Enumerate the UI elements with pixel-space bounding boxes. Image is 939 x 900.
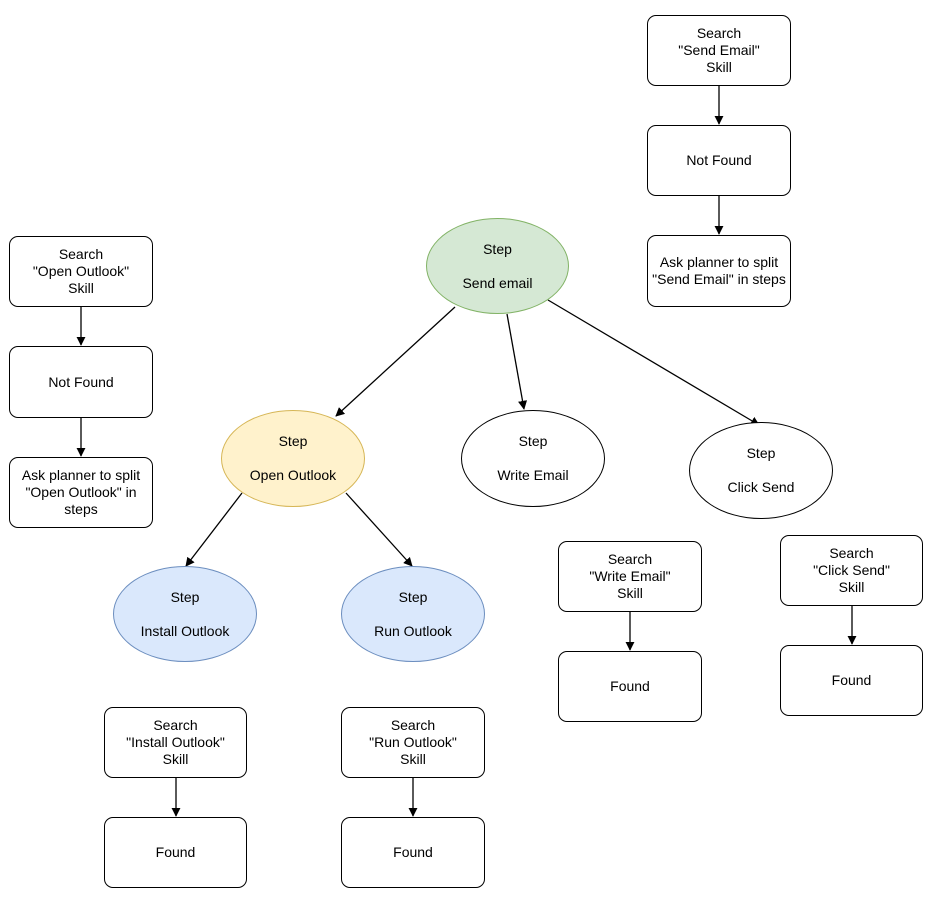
- search-install-outlook-label-3: Skill: [162, 751, 189, 767]
- search-send-email-label-3: Skill: [706, 59, 732, 75]
- step-send-email-label-1: Step: [483, 240, 512, 257]
- step-install-outlook-label-1: Step: [170, 588, 200, 605]
- search-install-outlook-label-1: Search: [153, 717, 198, 733]
- search-send-email-label-1: Search: [696, 25, 742, 41]
- ask-split-open-outlook-label-2: "Open Outlook" in: [25, 484, 137, 500]
- edge-send-email-to-click-send: [547, 299, 760, 426]
- search-click-send-label-3: Skill: [838, 579, 865, 595]
- search-open-outlook-label-3: Skill: [68, 280, 94, 296]
- found-run-outlook-box: Found: [341, 817, 485, 888]
- search-run-outlook-box: Search "Run Outlook" Skill: [341, 707, 485, 778]
- search-write-email-box: Search "Write Email" Skill: [558, 541, 702, 612]
- ask-split-open-outlook-label-1: Ask planner to split: [21, 467, 141, 483]
- not-found-send-email-label: Not Found: [686, 152, 752, 168]
- step-run-outlook: Step Run Outlook: [341, 566, 485, 662]
- not-found-open-outlook-label: Not Found: [48, 373, 114, 390]
- not-found-open-outlook-box: Not Found: [9, 346, 153, 418]
- search-write-email-label-1: Search: [607, 551, 653, 567]
- step-install-outlook-label-2: Install Outlook: [140, 622, 230, 639]
- step-send-email-label-2: Send email: [462, 274, 533, 291]
- ask-split-send-email-box: Ask planner to split "Send Email" in ste…: [647, 235, 791, 307]
- step-run-outlook-label-1: Step: [398, 588, 428, 605]
- search-send-email-label-2: "Send Email": [678, 42, 760, 58]
- search-write-email-label-3: Skill: [617, 585, 643, 601]
- search-send-email-box: Search "Send Email" Skill: [647, 15, 791, 86]
- search-open-outlook-box: Search "Open Outlook" Skill: [9, 236, 153, 307]
- search-install-outlook-box: Search "Install Outlook" Skill: [104, 707, 247, 778]
- step-write-email-label-1: Step: [518, 433, 548, 449]
- step-write-email-label-2: Write Email: [497, 467, 569, 483]
- found-write-email-label: Found: [610, 678, 650, 694]
- step-click-send-label-1: Step: [746, 445, 776, 461]
- found-install-outlook-label: Found: [155, 844, 196, 860]
- step-write-email: Step Write Email: [461, 410, 605, 507]
- search-write-email-label-2: "Write Email": [589, 568, 671, 584]
- ask-split-send-email-label-2: "Send Email" in steps: [652, 271, 786, 287]
- search-open-outlook-label-1: Search: [58, 246, 104, 262]
- step-open-outlook: Step Open Outlook: [221, 410, 365, 507]
- search-run-outlook-label-1: Search: [390, 717, 436, 733]
- search-click-send-label-2: "Click Send": [813, 562, 890, 578]
- ask-split-open-outlook-box: Ask planner to split "Open Outlook" in s…: [9, 457, 153, 528]
- search-open-outlook-label-2: "Open Outlook": [32, 263, 130, 279]
- search-install-outlook-label-2: "Install Outlook": [126, 734, 225, 750]
- found-click-send-box: Found: [780, 645, 923, 716]
- step-send-email: Step Send email: [426, 218, 569, 314]
- step-click-send: Step Click Send: [689, 422, 833, 519]
- edge-send-email-to-write-email: [506, 313, 528, 410]
- ask-split-open-outlook-label-3: steps: [64, 501, 98, 517]
- step-click-send-label-2: Click Send: [727, 479, 795, 495]
- found-run-outlook-label: Found: [393, 844, 433, 860]
- edge-open-outlook-to-run-outlook: [345, 492, 413, 567]
- found-click-send-label: Found: [831, 672, 872, 688]
- step-install-outlook: Step Install Outlook: [113, 566, 257, 662]
- ask-split-send-email-label-1: Ask planner to split: [659, 254, 779, 270]
- edge-send-email-to-open-outlook: [335, 306, 456, 417]
- not-found-send-email-box: Not Found: [647, 125, 791, 196]
- search-click-send-label-1: Search: [829, 545, 874, 561]
- found-install-outlook-box: Found: [104, 817, 247, 888]
- step-open-outlook-label-1: Step: [278, 433, 308, 449]
- found-write-email-box: Found: [558, 651, 702, 722]
- step-open-outlook-label-2: Open Outlook: [249, 467, 337, 483]
- edge-open-outlook-to-install-outlook: [185, 492, 243, 567]
- search-run-outlook-label-2: "Run Outlook": [369, 734, 457, 750]
- search-click-send-box: Search "Click Send" Skill: [780, 535, 923, 606]
- step-run-outlook-label-2: Run Outlook: [374, 622, 452, 639]
- search-run-outlook-label-3: Skill: [400, 751, 426, 767]
